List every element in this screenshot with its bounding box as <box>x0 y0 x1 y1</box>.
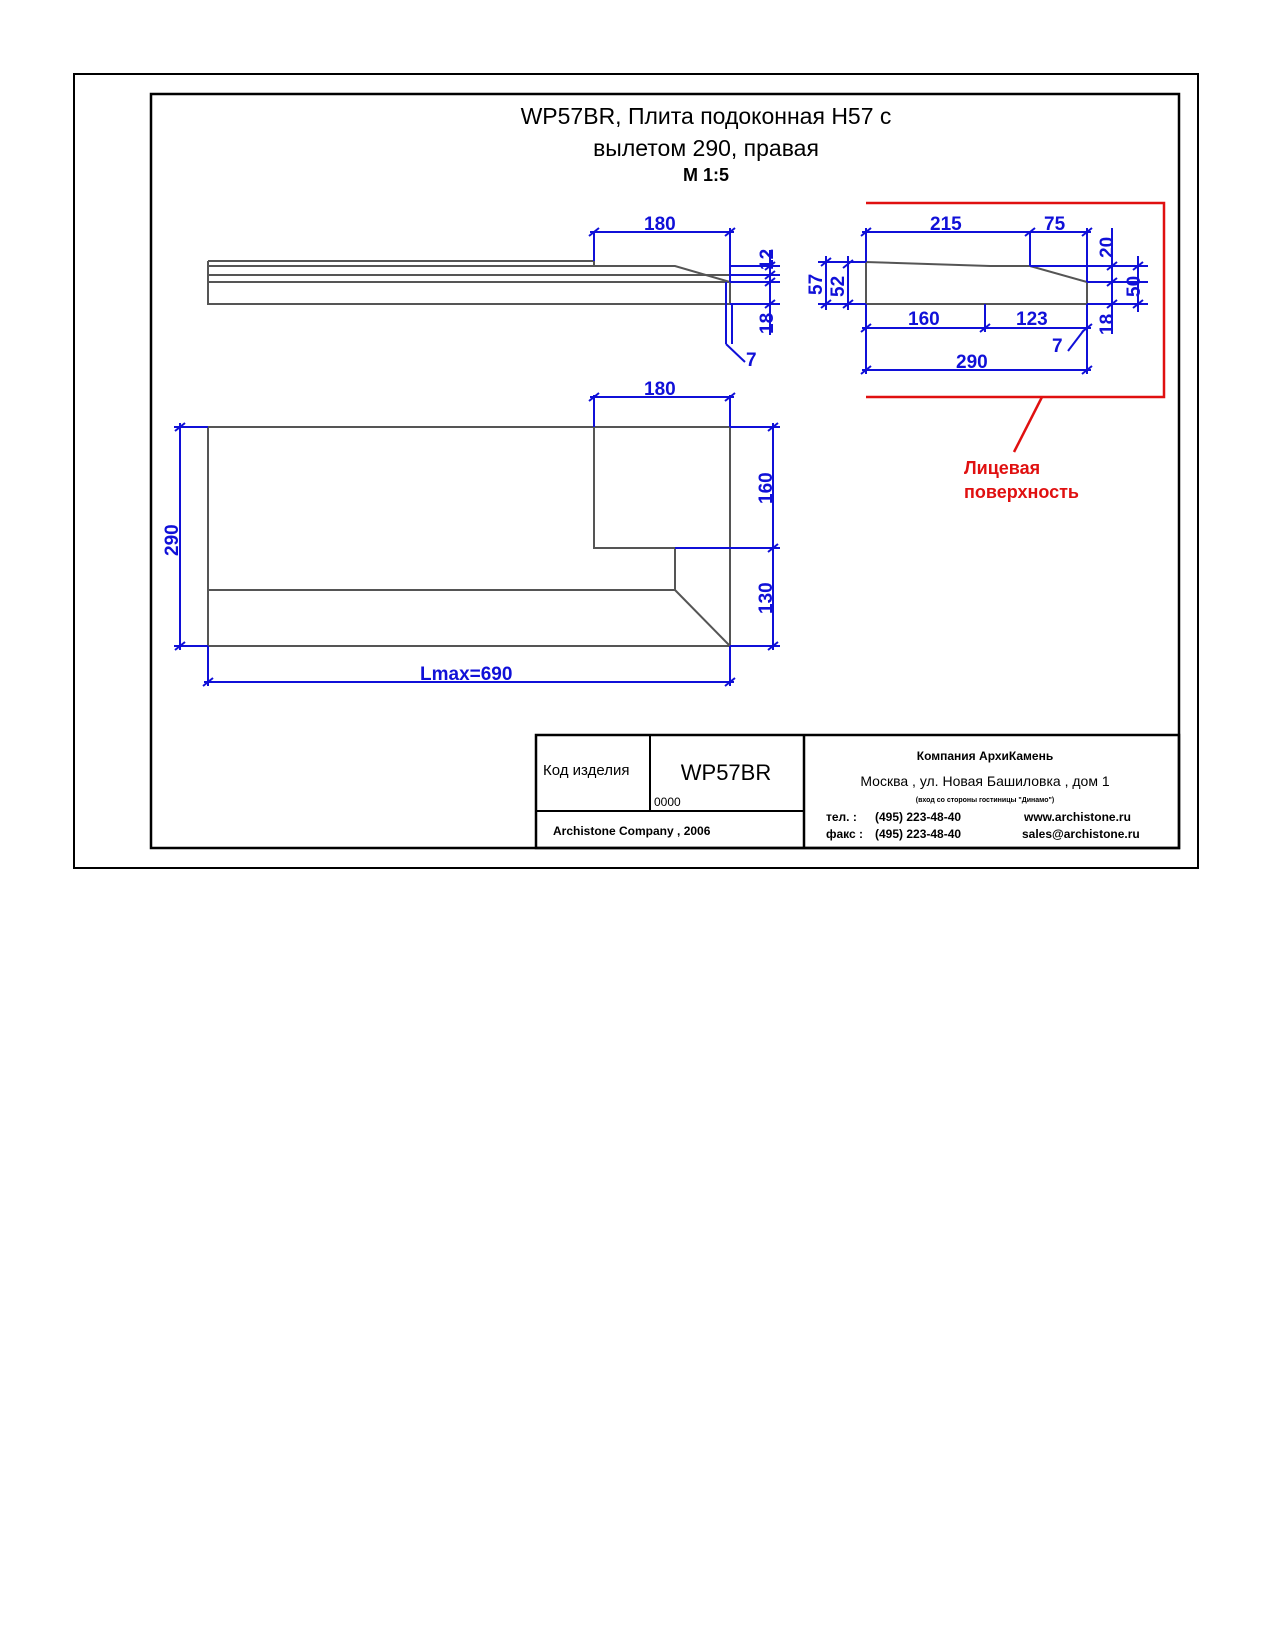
face-label-line2: поверхность <box>964 482 1079 502</box>
product-code-label: Код изделия <box>543 762 629 779</box>
section-dim-290: 290 <box>956 352 988 373</box>
side-dim-180: 180 <box>644 214 676 235</box>
section-dim-50: 50 <box>1124 276 1145 297</box>
section-dim-20: 20 <box>1097 237 1118 258</box>
company-address-note: (вход со стороны гостиницы "Динамо") <box>916 797 1054 804</box>
side-dim-18: 18 <box>757 313 778 334</box>
company-name: Компания АрхиКамень <box>917 749 1053 763</box>
side-dim-12: 12 <box>757 249 778 270</box>
plan-dim-length: Lmax=690 <box>420 664 512 685</box>
side-view: 180 12 18 7 <box>207 214 780 371</box>
drawing-scale: М 1:5 <box>683 165 729 185</box>
product-code-sub: 0000 <box>654 795 681 809</box>
section-dim-215: 215 <box>930 214 962 235</box>
section-dim-75: 75 <box>1044 214 1066 235</box>
face-label-line1: Лицевая <box>964 458 1040 478</box>
outer-frame <box>73 73 1199 869</box>
email-link[interactable]: sales@archistone.ru <box>1022 827 1140 841</box>
section-dim-57: 57 <box>806 274 827 295</box>
product-code-value: WP57BR <box>681 760 771 785</box>
plan-dim-160: 160 <box>756 472 777 504</box>
section-dim-52: 52 <box>828 276 849 297</box>
phone-label: тел. : <box>826 810 857 824</box>
fax-number: (495) 223-48-40 <box>875 827 961 841</box>
section-dim-123: 123 <box>1016 309 1048 330</box>
plan-view: 180 160 130 290 Lmax=690 <box>162 379 780 687</box>
plan-dim-130: 130 <box>756 582 777 614</box>
section-dim-18: 18 <box>1097 314 1118 335</box>
section-view: 215 75 57 52 20 50 18 160 12 <box>806 214 1148 375</box>
plan-dim-180: 180 <box>644 379 676 400</box>
side-dim-7: 7 <box>746 350 757 371</box>
face-surface-marker: Лицевая поверхность <box>866 201 1166 502</box>
phone-number: (495) 223-48-40 <box>875 810 961 824</box>
copyright-text: Archistone Company , 2006 <box>553 824 711 838</box>
fax-label: факс : <box>826 827 863 841</box>
title-block: Код изделия WP57BR 0000 Archistone Compa… <box>534 733 1181 850</box>
company-address: Москва , ул. Новая Башиловка , дом 1 <box>860 773 1109 789</box>
plan-dim-290: 290 <box>162 524 183 556</box>
website-link[interactable]: www.archistone.ru <box>1023 810 1131 824</box>
drawing-title-line1: WP57BR, Плита подоконная Н57 с <box>521 103 892 129</box>
section-dim-7: 7 <box>1052 336 1063 357</box>
section-dim-160: 160 <box>908 309 940 330</box>
drawing-title-line2: вылетом 290, правая <box>593 135 819 161</box>
